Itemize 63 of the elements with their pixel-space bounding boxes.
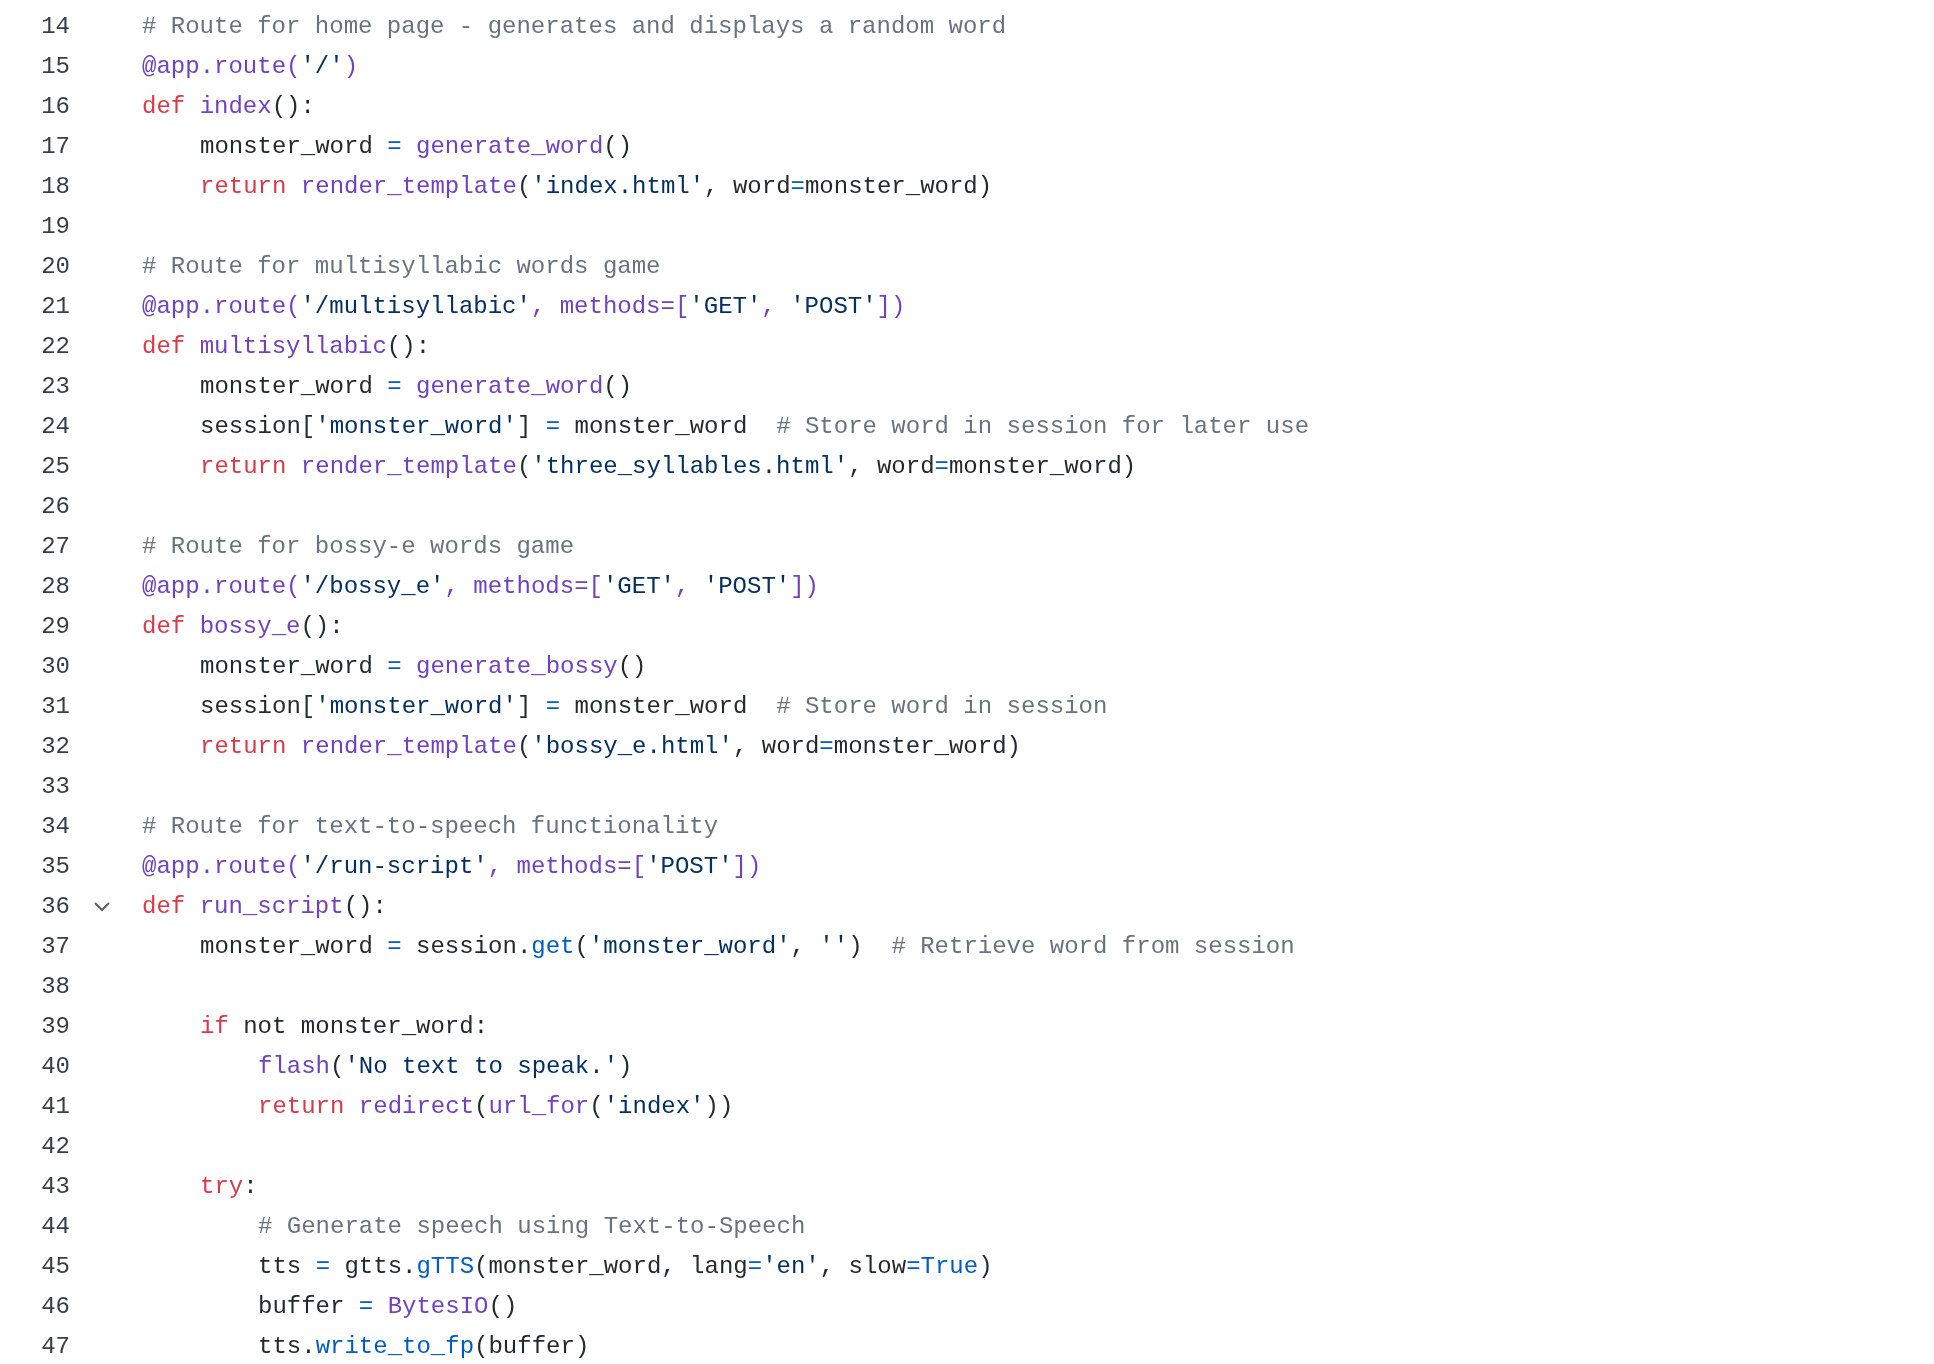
code-line: monster_word = generate_word() [200, 132, 633, 162]
line-number: 27 [40, 532, 70, 562]
code-line: @app.route('/multisyllabic', methods=['GET', 'POST']) [142, 292, 906, 322]
line-number: 14 [40, 12, 70, 42]
code-line: @app.route('/') [142, 52, 359, 82]
line-number: 29 [40, 612, 70, 642]
code-line: if not monster_word: [200, 1012, 489, 1042]
line-number: 47 [40, 1332, 70, 1362]
code-line: return render_template('three_syllables.html', word=monster_word) [200, 452, 1137, 482]
code-line: # Route for text-to-speech functionality [142, 812, 719, 842]
line-number: 22 [40, 332, 70, 362]
code-line: @app.route('/bossy_e', methods=['GET', 'POST']) [142, 572, 819, 602]
line-number: 31 [40, 692, 70, 722]
code-line: # Generate speech using Text-to-Speech [258, 1212, 806, 1242]
code-line: buffer = BytesIO() [258, 1292, 518, 1322]
line-number: 28 [40, 572, 70, 602]
line-number: 39 [40, 1012, 70, 1042]
code-line: def bossy_e(): [142, 612, 344, 642]
code-line: try: [200, 1172, 258, 1202]
line-number: 17 [40, 132, 70, 162]
line-number: 18 [40, 172, 70, 202]
code-line: return redirect(url_for('index')) [258, 1092, 734, 1122]
line-number: 46 [40, 1292, 70, 1322]
code-line: tts = gtts.gTTS(monster_word, lang='en', slow=True) [258, 1252, 993, 1282]
line-number: 41 [40, 1092, 70, 1122]
line-number: 35 [40, 852, 70, 882]
line-number: 16 [40, 92, 70, 122]
line-number: 26 [40, 492, 70, 522]
code-line: return render_template('index.html', word=monster_word) [200, 172, 993, 202]
code-line: monster_word = generate_bossy() [200, 652, 647, 682]
line-number: 21 [40, 292, 70, 322]
line-number: 34 [40, 812, 70, 842]
code-line: # Route for multisyllabic words game [142, 252, 661, 282]
line-number: 44 [40, 1212, 70, 1242]
code-line: monster_word = session.get('monster_word', '') # Retrieve word from session [200, 932, 1295, 962]
line-number: 33 [40, 772, 70, 802]
code-line: def multisyllabic(): [142, 332, 431, 362]
code-line: # Route for home page - generates and displays a random word [142, 12, 1007, 42]
code-line: session['monster_word'] = monster_word # Store word in session for later use [200, 412, 1310, 442]
code-line: return render_template('bossy_e.html', word=monster_word) [200, 732, 1021, 762]
code-line: tts.write_to_fp(buffer) [258, 1332, 590, 1362]
line-number: 20 [40, 252, 70, 282]
code-line: flash('No text to speak.') [258, 1052, 633, 1082]
line-number: 37 [40, 932, 70, 962]
code-line: @app.route('/run-script', methods=['POST']) [142, 852, 762, 882]
line-number: 24 [40, 412, 70, 442]
line-number: 30 [40, 652, 70, 682]
line-number: 23 [40, 372, 70, 402]
code-line: def run_script(): [142, 892, 387, 922]
code-line: monster_word = generate_word() [200, 372, 633, 402]
line-number: 40 [40, 1052, 70, 1082]
line-number: 45 [40, 1252, 70, 1282]
line-number: 32 [40, 732, 70, 762]
line-number: 38 [40, 972, 70, 1002]
code-line: session['monster_word'] = monster_word # Store word in session [200, 692, 1108, 722]
line-number: 42 [40, 1132, 70, 1162]
code-line: # Route for bossy-e words game [142, 532, 575, 562]
line-number: 15 [40, 52, 70, 82]
line-number: 19 [40, 212, 70, 242]
line-number: 25 [40, 452, 70, 482]
code-line: def index(): [142, 92, 315, 122]
line-number: 43 [40, 1172, 70, 1202]
line-number: 36 [40, 892, 70, 922]
